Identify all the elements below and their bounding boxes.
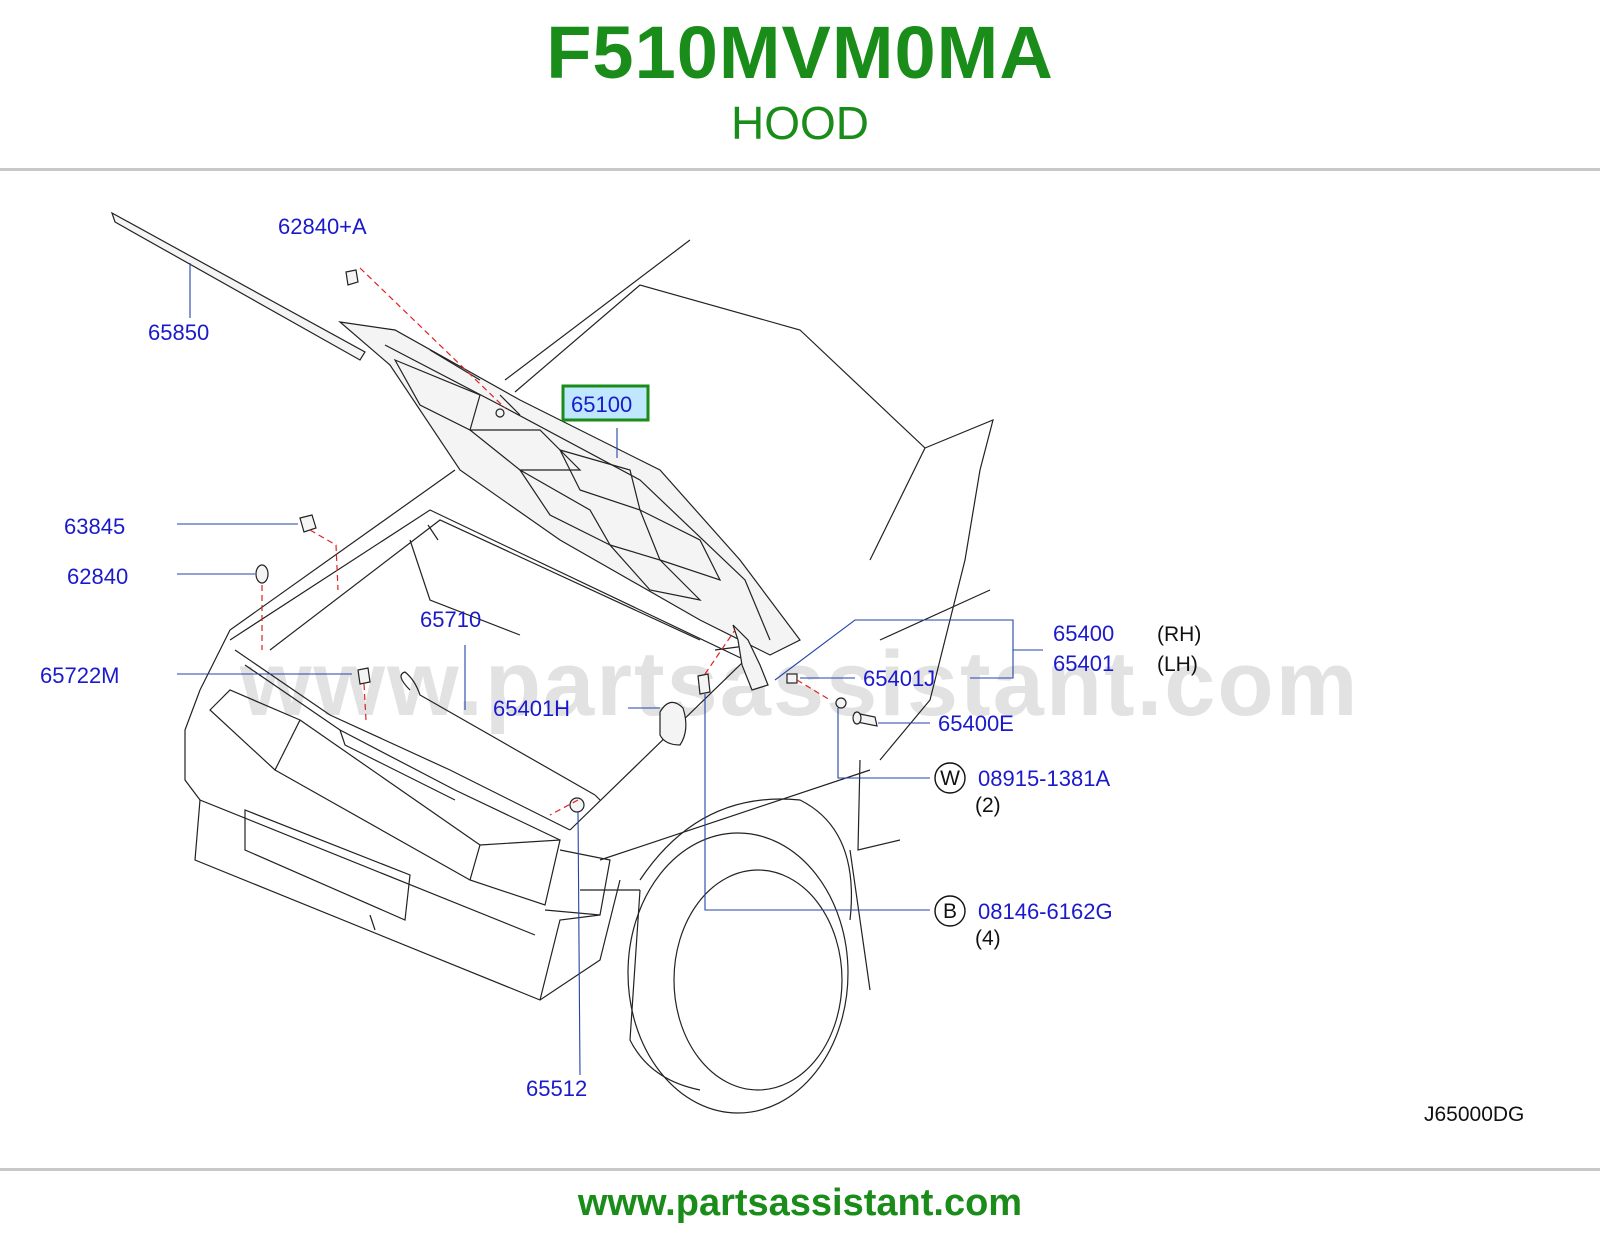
bolt-badge	[934, 895, 966, 927]
note-rh: (RH)	[1157, 623, 1201, 646]
header-divider	[0, 168, 1600, 171]
small-parts	[255, 269, 878, 813]
hood-seal-strip	[110, 211, 366, 361]
hood-panel	[338, 321, 801, 656]
callout-08915-1381a[interactable]: 08915-1381A	[978, 766, 1110, 791]
note-lh: (LH)	[1157, 653, 1198, 676]
highlight-box-65100	[561, 384, 650, 422]
callout-65100[interactable]: 65100	[571, 392, 632, 417]
callout-63845[interactable]: 63845	[64, 514, 125, 539]
page-header: F510MVM0MA HOOD	[0, 0, 1600, 168]
callout-65401h[interactable]: 65401H	[493, 696, 570, 721]
diagram-code: J65000DG	[1424, 1103, 1524, 1126]
callout-65710[interactable]: 65710	[420, 607, 481, 632]
footer-divider	[0, 1168, 1600, 1171]
callout-65850[interactable]: 65850	[148, 320, 209, 345]
callout-65401j[interactable]: 65401J	[863, 666, 935, 691]
note-qty-2: (2)	[975, 794, 1001, 817]
leader-lines	[177, 263, 1043, 1076]
note-qty-4: (4)	[975, 927, 1001, 950]
washer-badge	[934, 762, 966, 794]
install-lines	[261, 267, 831, 816]
callout-62840[interactable]: 62840	[67, 564, 128, 589]
footer-website-link[interactable]: www.partsassistant.com	[577, 1182, 1023, 1224]
part-code-title: F510MVM0MA	[546, 11, 1054, 94]
washer-badge-letter: W	[940, 767, 960, 790]
vehicle-outline	[184, 239, 994, 1114]
callout-65512[interactable]: 65512	[526, 1076, 587, 1101]
callout-65722m[interactable]: 65722M	[40, 663, 120, 688]
part-name-subtitle: HOOD	[731, 97, 869, 149]
callout-65400[interactable]: 65400	[1053, 621, 1114, 646]
parts-diagram: 65850 62840+A 65100 63845 62840 65710 65…	[40, 211, 1524, 1126]
callout-08146-6162g[interactable]: 08146-6162G	[978, 899, 1113, 924]
bolt-badge-letter: B	[943, 900, 957, 923]
callout-62840-a[interactable]: 62840+A	[278, 214, 367, 239]
callout-65401[interactable]: 65401	[1053, 651, 1114, 676]
callout-65400e[interactable]: 65400E	[938, 711, 1014, 736]
